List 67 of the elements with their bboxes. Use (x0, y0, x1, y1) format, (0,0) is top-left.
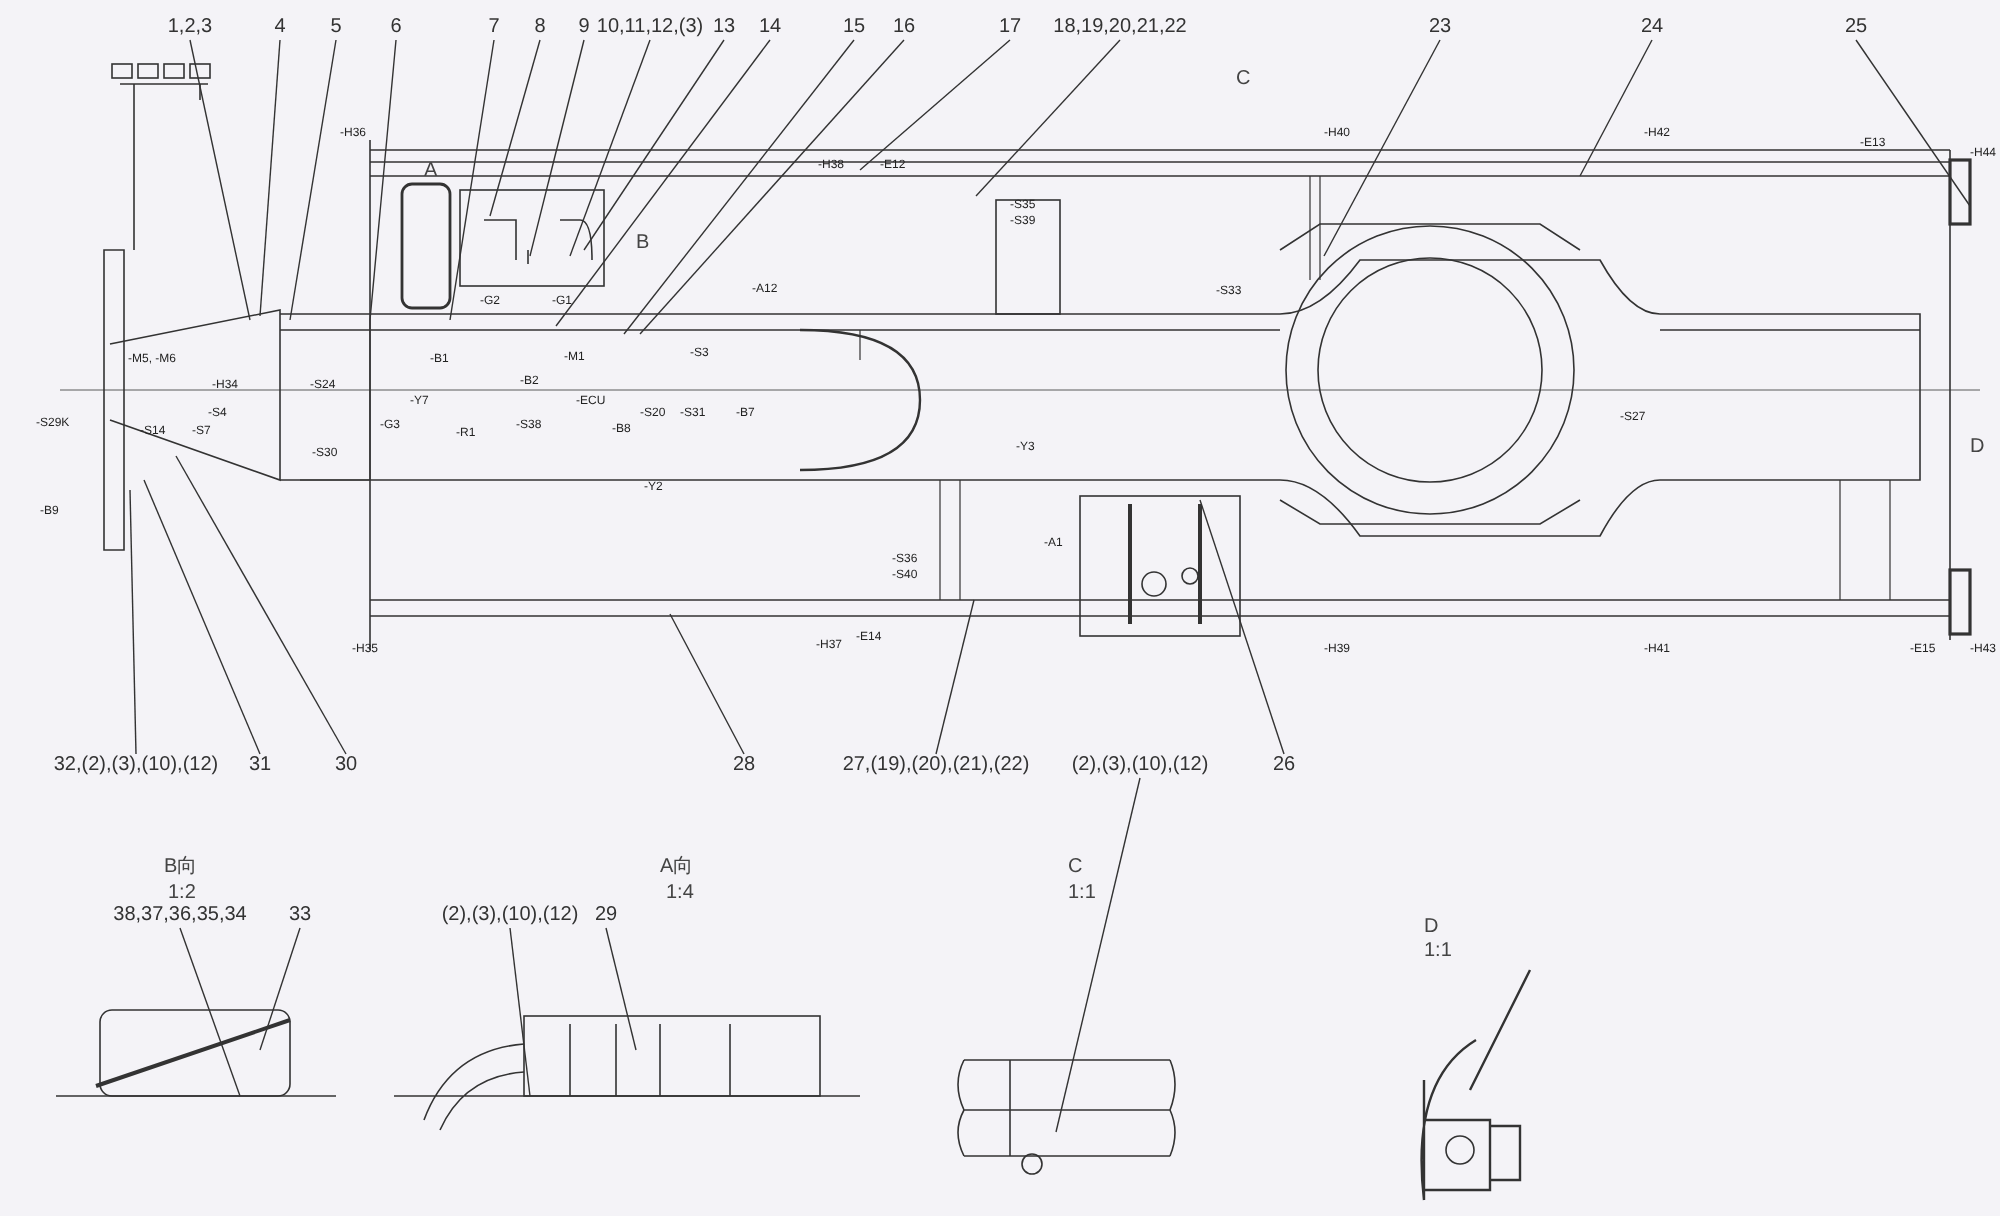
view-label: 1:2 (168, 882, 196, 904)
callout-number: 6 (390, 16, 402, 40)
leader-line (489, 39, 541, 217)
callout-number: 18,19,20,21,22 (1053, 16, 1187, 40)
view-label: A向 (660, 856, 694, 878)
callout-number: 23 (1428, 16, 1452, 40)
callout-number: 15 (842, 16, 866, 40)
leader-line (605, 927, 637, 1051)
leader-line (935, 599, 975, 755)
leader-line (259, 927, 301, 1051)
callout-number: 25 (1844, 16, 1868, 40)
view-label: 1:1 (1068, 882, 1096, 904)
callout-number: 32,(2),(3),(10),(12) (53, 754, 219, 778)
leader-line (259, 39, 281, 317)
callout-number: 27,(19),(20),(21),(22) (842, 754, 1030, 778)
leader-line (623, 39, 855, 335)
callout-number: 9 (578, 16, 590, 40)
leader-line (1855, 39, 1971, 207)
leader-line (1323, 39, 1441, 257)
view-label: C (1236, 68, 1251, 90)
view-label: 1:4 (666, 882, 694, 904)
leader-line (669, 613, 745, 755)
leader-line (555, 39, 771, 327)
leader-line (1199, 499, 1285, 755)
leader-line (859, 39, 1011, 171)
callout-number: 26 (1272, 754, 1296, 778)
callout-number: 33 (288, 904, 312, 928)
leader-line (175, 455, 347, 755)
callout-number: 14 (758, 16, 782, 40)
callout-number: (2),(3),(10),(12) (441, 904, 579, 928)
leader-line (639, 39, 905, 335)
leader-line (569, 39, 651, 257)
callout-number: 13 (712, 16, 736, 40)
leader-line (529, 39, 585, 257)
callout-number: 1,2,3 (167, 16, 213, 40)
callout-number: (2),(3),(10),(12) (1071, 754, 1209, 778)
callout-number: 38,37,36,35,34 (113, 904, 247, 928)
leader-line (289, 39, 337, 321)
view-label: B (636, 232, 650, 254)
callout-number: 30 (334, 754, 358, 778)
callout-number: 7 (488, 16, 500, 40)
callout-number: 28 (732, 754, 756, 778)
callout-number: 8 (534, 16, 546, 40)
leader-line (1579, 39, 1653, 177)
leader-line (129, 489, 137, 755)
callout-number: 29 (594, 904, 618, 928)
leader-line (975, 39, 1121, 197)
callout-number: 10,11,12,(3) (596, 16, 704, 40)
leader-line (369, 39, 397, 321)
leader-line (583, 39, 725, 251)
leader-line (449, 39, 495, 321)
view-label: D (1424, 916, 1439, 938)
callout-number: 17 (998, 16, 1022, 40)
leader-line (179, 927, 241, 1097)
callout-number: 5 (330, 16, 342, 40)
callout-number: 16 (892, 16, 916, 40)
view-label: D (1970, 436, 1985, 458)
callout-number: 4 (274, 16, 286, 40)
view-label: C (1068, 856, 1083, 878)
callout-number: 24 (1640, 16, 1664, 40)
view-label: B向 (164, 856, 198, 878)
leader-line (143, 479, 261, 755)
view-label: 1:1 (1424, 940, 1452, 962)
leader-line (509, 927, 531, 1097)
leader-line (1055, 777, 1141, 1133)
leader-line (189, 39, 251, 321)
callout-number: 31 (248, 754, 272, 778)
